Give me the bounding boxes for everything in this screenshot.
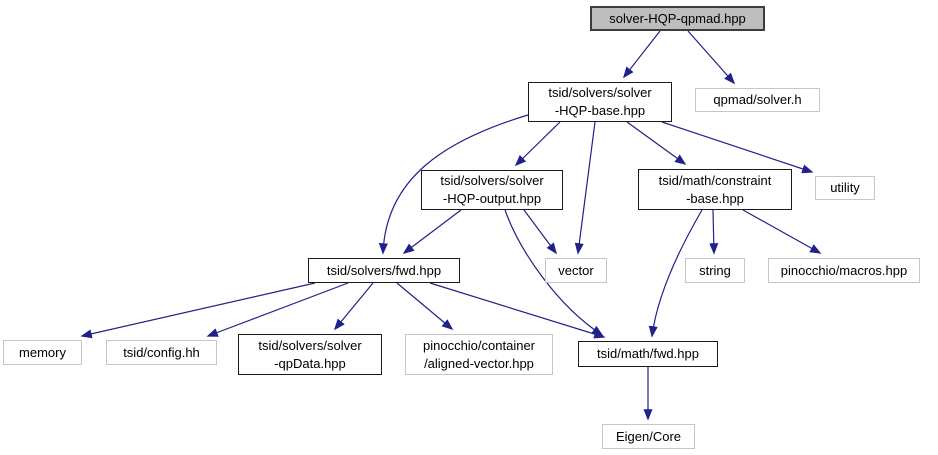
node-label-line: pinocchio/macros.hpp [780,262,908,278]
node-solver-hqp-output[interactable]: tsid/solvers/solver -HQP-output.hpp [421,170,563,210]
node-label-line: string [699,262,731,278]
edge-solver-hqp-output-to-solvers-fwd [402,209,462,254]
node-label-line: qpmad/solver.h [713,92,802,107]
node-label-line: Eigen/Core [615,428,682,444]
node-pinocchio-macros: pinocchio/macros.hpp [768,258,920,283]
node-label-line: tsid/solvers/fwd.hpp [326,262,442,278]
node-string: string [685,258,745,283]
node-vector: vector [545,258,607,283]
node-aligned-vector: pinocchio/container/aligned-vector.hpp [405,334,553,375]
node-label-line: tsid/math/constraint [658,172,772,188]
node-label-line: tsid/math/fwd.hpp [597,346,699,361]
edge-solver-hqp-output-to-vector [523,209,557,255]
edge-constraint-base-to-pinocchio-macros [742,209,822,254]
node-label-line: tsid/config.hh [123,344,200,360]
node-utility: utility [815,176,875,200]
node-label-line: tsid/solvers/solver [548,85,652,100]
edge-solver-hqp-output-to-math-fwd [504,209,604,336]
edge-solvers-fwd-to-solver-qpdata [333,282,374,331]
node-memory: memory [3,340,82,365]
node-label-line: -base.hpp [686,190,744,206]
edge-group [80,30,822,421]
node-solver-hqp-base[interactable]: tsid/solvers/solver -HQP-base.hpp [528,82,672,122]
node-label-line: vector [558,262,594,278]
node-solver-hqp-qpmad: solver-HQP-qpmad.hpp [590,6,765,31]
node-label-line: tsid/solvers/solver [440,173,544,188]
node-solver-qpdata[interactable]: tsid/solvers/solver -qpData.hpp [238,334,382,375]
edge-solvers-fwd-to-aligned-vector [396,282,454,331]
node-label-line: utility [830,180,860,195]
node-label-line: -HQP-base.hpp [554,103,646,118]
edge-solvers-fwd-to-memory [80,282,316,339]
node-label-line: pinocchio/container [422,337,536,353]
node-math-fwd[interactable]: tsid/math/fwd.hpp [578,341,718,367]
node-eigen-core: Eigen/Core [602,424,695,449]
node-constraint-base[interactable]: tsid/math/constraint -base.hpp [638,169,792,210]
node-label-line: tsid/solvers/solver [258,337,362,353]
node-label-line: /aligned-vector.hpp [424,355,534,371]
edge-constraint-base-to-string [709,209,719,255]
edge-solver-hqp-base-to-solvers-fwd [378,114,529,255]
node-qpmad-solver: qpmad/solver.h [695,88,820,112]
node-label-line: -qpData.hpp [274,355,346,371]
edge-constraint-base-to-math-fwd [648,209,703,338]
node-label-line: solver-HQP-qpmad.hpp [609,10,746,26]
edge-solver-hqp-base-to-constraint-base [626,121,687,165]
edge-solver-hqp-base-to-solver-hqp-output [514,121,561,167]
edge-solver-hqp-qpmad-to-qpmad-solver [687,30,736,85]
node-tsid-config: tsid/config.hh [106,340,217,365]
edge-solver-hqp-base-to-utility [661,121,814,174]
node-label-line: memory [19,344,66,360]
edge-solvers-fwd-to-math-fwd [429,282,606,339]
edge-solvers-fwd-to-tsid-config [206,282,349,337]
edge-solver-hqp-base-to-vector [574,121,596,255]
node-label-line: -HQP-output.hpp [442,191,542,206]
edge-solver-hqp-qpmad-to-solver-hqp-base [623,30,661,79]
node-solvers-fwd[interactable]: tsid/solvers/fwd.hpp [308,258,460,283]
